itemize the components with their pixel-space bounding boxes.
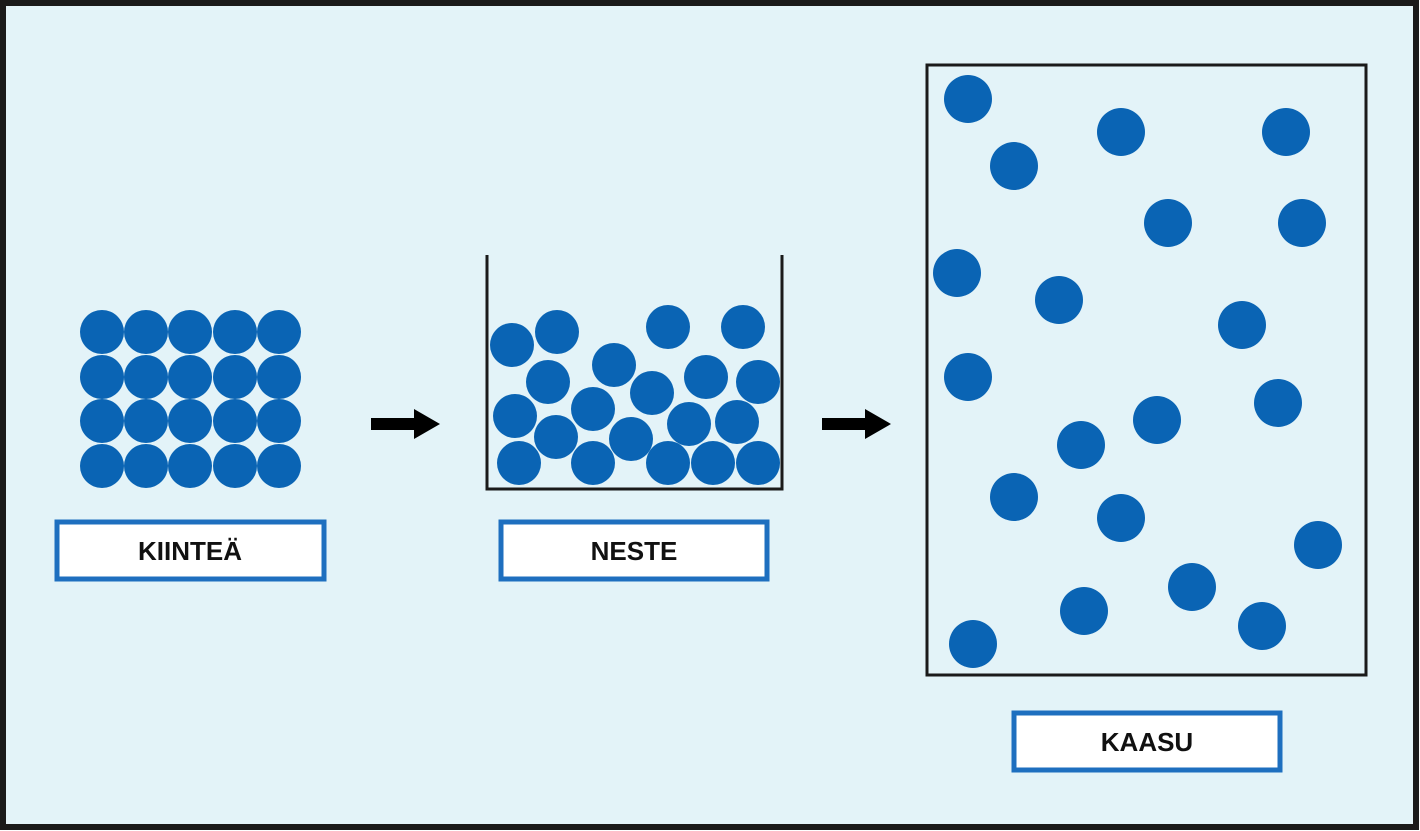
gas-particle xyxy=(990,473,1038,521)
liquid-particle xyxy=(493,394,537,438)
solid-particle xyxy=(257,355,301,399)
gas-particle xyxy=(990,142,1038,190)
liquid-particle xyxy=(715,400,759,444)
gas-particle xyxy=(1218,301,1266,349)
gas-particle xyxy=(1168,563,1216,611)
liquid-container xyxy=(485,255,784,491)
gas-particle xyxy=(1097,108,1145,156)
solid-particle xyxy=(257,310,301,354)
solid-label: KIINTEÄ xyxy=(138,536,242,566)
gas-particle xyxy=(1294,521,1342,569)
liquid-particle xyxy=(691,441,735,485)
liquid-particle xyxy=(571,387,615,431)
liquid-particle xyxy=(667,402,711,446)
gas-particle xyxy=(1238,602,1286,650)
liquid-particle xyxy=(534,415,578,459)
gas-particle xyxy=(1057,421,1105,469)
gas-particles xyxy=(933,75,1342,668)
solid-particle xyxy=(168,310,212,354)
gas-particle xyxy=(1097,494,1145,542)
solid-particle xyxy=(257,399,301,443)
arrow-icon xyxy=(822,409,891,439)
liquid-particle xyxy=(490,323,534,367)
liquid-label: NESTE xyxy=(591,536,678,566)
liquid-particles xyxy=(490,305,780,485)
gas-label: KAASU xyxy=(1101,727,1193,757)
solid-particle xyxy=(213,310,257,354)
gas-particle xyxy=(1035,276,1083,324)
liquid-particle xyxy=(630,371,674,415)
liquid-particle xyxy=(684,355,728,399)
solid-particle xyxy=(213,355,257,399)
liquid-particle xyxy=(592,343,636,387)
solid-particle xyxy=(213,399,257,443)
gas-particle xyxy=(944,353,992,401)
solid-particle xyxy=(168,355,212,399)
liquid-particle xyxy=(646,305,690,349)
solid-particle xyxy=(80,355,124,399)
solid-particle xyxy=(124,399,168,443)
gas-particle xyxy=(1254,379,1302,427)
liquid-particle xyxy=(497,441,541,485)
solid-particles xyxy=(80,310,301,488)
solid-particle xyxy=(213,444,257,488)
gas-particle xyxy=(1144,199,1192,247)
solid-particle xyxy=(168,444,212,488)
gas-particle xyxy=(1060,587,1108,635)
solid-particle xyxy=(80,399,124,443)
gas-container xyxy=(925,63,1368,677)
gas-particle xyxy=(949,620,997,668)
solid-particle xyxy=(168,399,212,443)
liquid-particle xyxy=(526,360,570,404)
solid-particle xyxy=(124,310,168,354)
liquid-particle xyxy=(721,305,765,349)
liquid-particle xyxy=(571,441,615,485)
solid-label-box: KIINTEÄ xyxy=(54,519,327,582)
solid-particle xyxy=(124,355,168,399)
gas-particle xyxy=(1278,199,1326,247)
liquid-particle xyxy=(535,310,579,354)
arrow-icon xyxy=(371,409,440,439)
solid-particle xyxy=(124,444,168,488)
gas-particle xyxy=(1133,396,1181,444)
gas-particle xyxy=(933,249,981,297)
gas-particle xyxy=(944,75,992,123)
solid-particle xyxy=(80,444,124,488)
liquid-particle xyxy=(646,441,690,485)
solid-particle xyxy=(257,444,301,488)
liquid-label-box: NESTE xyxy=(498,519,770,582)
gas-label-box: KAASU xyxy=(1011,710,1283,773)
liquid-particle xyxy=(736,360,780,404)
liquid-particle xyxy=(609,417,653,461)
solid-particle xyxy=(80,310,124,354)
liquid-particle xyxy=(736,441,780,485)
gas-particle xyxy=(1262,108,1310,156)
